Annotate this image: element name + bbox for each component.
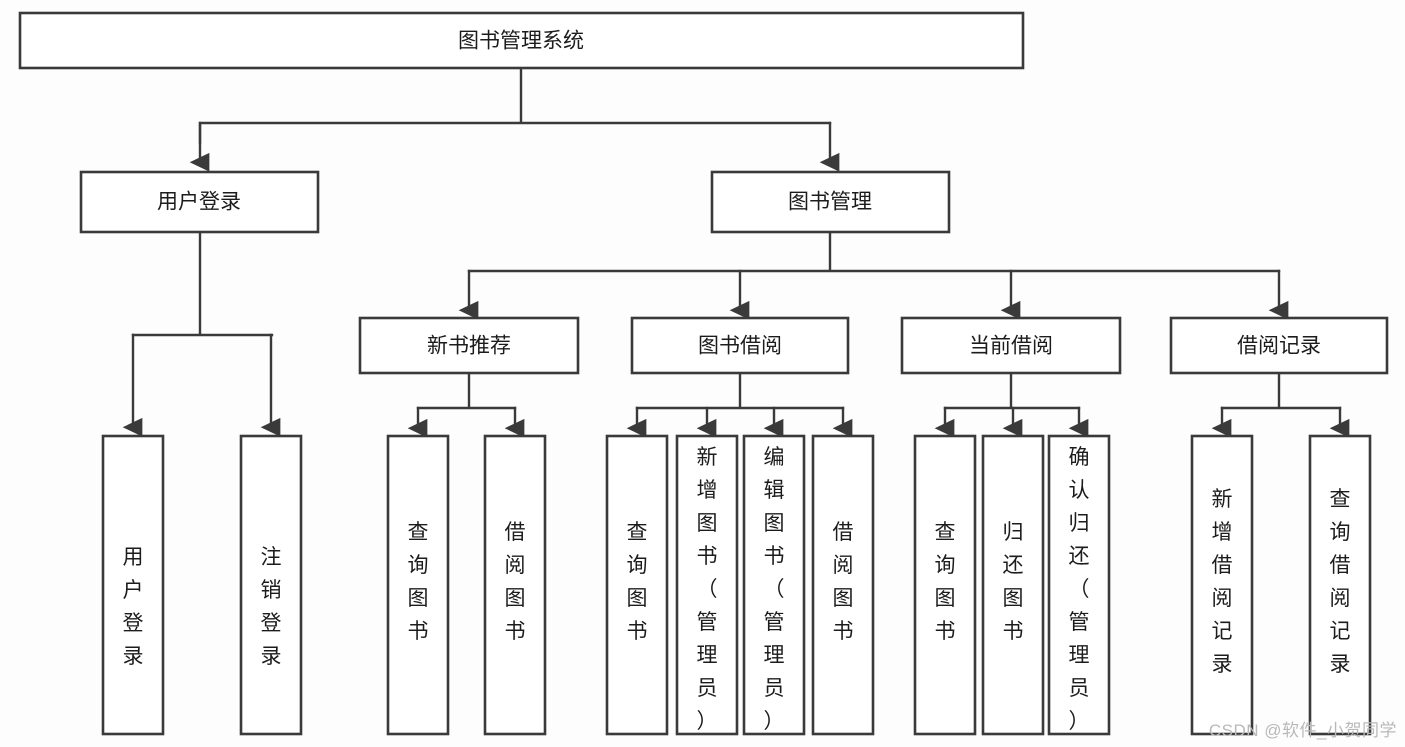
node-leaf-add-record-box[interactable] — [1190, 434, 1254, 736]
node-current-borrow-box[interactable] — [900, 316, 1122, 375]
edge-borrow-bus — [635, 371, 845, 410]
edge-root-bus — [198, 66, 832, 145]
node-leaf-borrow-book-2-box[interactable] — [811, 434, 875, 736]
edge-bookmgmt-bus — [467, 230, 1281, 273]
node-leaf-add-book-label: 新增图书（管理员） — [697, 446, 718, 733]
node-leaf-query-record[interactable]: 查询借阅记录 — [1308, 434, 1372, 736]
node-new-book-recommend-box[interactable] — [358, 316, 580, 375]
node-leaf-user-login[interactable]: 用户登录 — [101, 434, 165, 736]
node-leaf-borrow-book-1-box[interactable] — [483, 434, 547, 736]
edge-newbook-bus — [416, 371, 517, 410]
node-leaf-logout[interactable]: 注销登录 — [239, 434, 303, 736]
node-book-management[interactable]: 图书管理 — [710, 170, 951, 234]
node-leaf-confirm-return-label: 确认归还（管理员） — [1069, 446, 1090, 733]
node-leaf-query-record-box[interactable] — [1308, 434, 1372, 736]
node-root-box[interactable] — [18, 11, 1025, 70]
node-leaf-borrow-book-1[interactable]: 借阅图书 — [483, 434, 547, 736]
node-borrow-records[interactable]: 借阅记录 — [1169, 316, 1389, 375]
node-leaf-query-book-3-box[interactable] — [913, 434, 977, 736]
node-leaf-query-book-3-label: 查询图书 — [935, 521, 956, 643]
edge-current-bus — [943, 371, 1081, 410]
node-borrow-records-label: 借阅记录 — [1237, 335, 1321, 358]
node-leaf-query-book-3[interactable]: 查询图书 — [913, 434, 977, 736]
node-leaf-query-book-1[interactable]: 查询图书 — [386, 434, 450, 736]
node-leaf-edit-book[interactable]: 编辑图书（管理员） — [742, 434, 806, 736]
node-leaf-query-book-1-box[interactable] — [386, 434, 450, 736]
node-borrow-records-box[interactable] — [1169, 316, 1389, 375]
node-leaf-query-book-2-box[interactable] — [605, 434, 669, 736]
node-leaf-logout-label: 注销登录 — [261, 546, 282, 668]
node-current-borrow[interactable]: 当前借阅 — [900, 316, 1122, 375]
node-leaf-confirm-return[interactable]: 确认归还（管理员） — [1047, 434, 1111, 736]
edge-records-bus — [1220, 371, 1342, 410]
node-book-borrow-box[interactable] — [630, 316, 850, 375]
csdn-watermark: CSDN @软件_小贺同学 — [1208, 721, 1397, 740]
node-leaf-query-book-2-label: 查询图书 — [627, 521, 648, 643]
node-leaf-return-book-box[interactable] — [981, 434, 1045, 736]
node-current-borrow-label: 当前借阅 — [969, 335, 1053, 358]
node-root[interactable]: 图书管理系统 — [18, 11, 1025, 70]
node-leaf-query-book-1-label: 查询图书 — [408, 521, 429, 643]
node-leaf-borrow-book-2-label: 借阅图书 — [833, 521, 854, 643]
edge-login-bus — [131, 230, 274, 337]
node-book-management-label: 图书管理 — [788, 191, 872, 214]
edge-layer — [122, 66, 1350, 438]
node-leaf-add-record-label: 新增借阅记录 — [1212, 488, 1233, 676]
node-book-borrow[interactable]: 图书借阅 — [630, 316, 850, 375]
node-leaf-add-record[interactable]: 新增借阅记录 — [1190, 434, 1254, 736]
node-leaf-return-book-label: 归还图书 — [1003, 521, 1024, 643]
node-leaf-add-book-box[interactable] — [675, 434, 739, 736]
node-new-book-recommend[interactable]: 新书推荐 — [358, 316, 580, 375]
node-root-label: 图书管理系统 — [458, 30, 584, 53]
node-layer: 图书管理系统 用户登录 图书管理 新书推荐 图书借阅 当前 — [18, 11, 1389, 736]
node-leaf-edit-book-label: 编辑图书（管理员） — [764, 446, 785, 733]
node-leaf-confirm-return-box[interactable] — [1047, 434, 1111, 736]
node-leaf-logout-box[interactable] — [239, 434, 303, 736]
node-leaf-query-record-label: 查询借阅记录 — [1330, 488, 1351, 676]
node-book-borrow-label: 图书借阅 — [698, 335, 782, 358]
node-leaf-user-login-box[interactable] — [101, 434, 165, 736]
node-leaf-return-book[interactable]: 归还图书 — [981, 434, 1045, 736]
node-leaf-user-login-label: 用户登录 — [123, 546, 144, 668]
node-leaf-query-book-2[interactable]: 查询图书 — [605, 434, 669, 736]
node-user-login[interactable]: 用户登录 — [79, 170, 320, 234]
node-leaf-borrow-book-1-label: 借阅图书 — [505, 521, 526, 643]
node-new-book-recommend-label: 新书推荐 — [427, 335, 511, 358]
node-leaf-add-book[interactable]: 新增图书（管理员） — [675, 434, 739, 736]
node-book-management-box[interactable] — [710, 170, 951, 234]
node-user-login-box[interactable] — [79, 170, 320, 234]
node-leaf-borrow-book-2[interactable]: 借阅图书 — [811, 434, 875, 736]
node-user-login-label: 用户登录 — [157, 191, 241, 214]
node-leaf-edit-book-box[interactable] — [742, 434, 806, 736]
